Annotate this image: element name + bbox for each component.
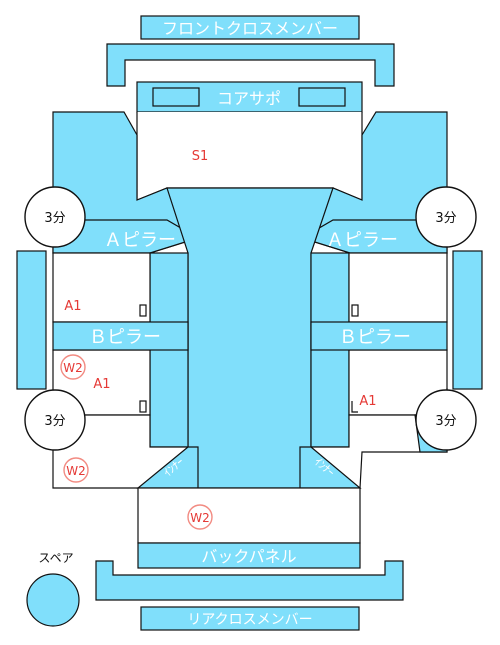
rear-cross-member-label: リアクロスメンバー bbox=[187, 612, 312, 628]
b-pillar-left-label: Ｂピラー bbox=[89, 327, 161, 348]
front-left-wheel bbox=[24, 186, 86, 248]
front-bracket bbox=[106, 43, 395, 87]
marker-w2-left-upper-circle bbox=[60, 354, 86, 380]
b-pillar-right-panel bbox=[310, 321, 448, 351]
marker-w2-left-lower-circle bbox=[63, 457, 89, 483]
marker-a1-right: A1 bbox=[359, 394, 376, 409]
marker-w2-left-lower: W2 bbox=[66, 464, 86, 478]
rear-left-wheel-label: 3分 bbox=[44, 414, 65, 429]
marker-s1: S1 bbox=[192, 149, 209, 164]
rear-left-wheel bbox=[24, 389, 86, 451]
center-floor-panel bbox=[166, 187, 334, 489]
b-pillar-right-label: Ｂピラー bbox=[339, 327, 411, 348]
front-cross-member-panel bbox=[140, 15, 360, 40]
right-front-latch bbox=[351, 304, 359, 317]
left-rocker-panel bbox=[16, 250, 47, 390]
rear-bracket bbox=[95, 560, 404, 601]
right-front-door bbox=[348, 252, 448, 323]
front-left-wheel-label: 3分 bbox=[44, 211, 65, 226]
b-pillar-left-panel bbox=[52, 321, 189, 351]
marker-w2-rear-circle bbox=[187, 504, 213, 530]
rear-cross-member-panel bbox=[140, 606, 360, 631]
marker-w2-rear: W2 bbox=[190, 511, 210, 525]
left-rear-latch bbox=[139, 400, 147, 413]
core-support-right-box bbox=[298, 87, 346, 107]
back-panel bbox=[137, 542, 361, 569]
a-pillar-left-label: Ａピラー bbox=[104, 230, 176, 251]
a-pillar-right-label: Ａピラー bbox=[326, 230, 398, 251]
front-right-wheel bbox=[415, 186, 477, 248]
marker-w2-left-upper: W2 bbox=[63, 361, 83, 375]
marker-a1-left: A1 bbox=[64, 299, 81, 314]
spare-tire bbox=[26, 573, 80, 627]
left-front-door bbox=[52, 252, 151, 323]
rear-right-wheel-label: 3分 bbox=[435, 414, 456, 429]
trunk-area bbox=[137, 487, 361, 544]
back-panel-label: バックパネル bbox=[201, 547, 296, 566]
rear-right-wheel bbox=[415, 389, 477, 451]
engine-bay-outline bbox=[136, 112, 363, 201]
left-front-latch bbox=[139, 304, 147, 317]
front-cross-member-label: フロントクロスメンバー bbox=[162, 19, 338, 38]
right-rear-latch bbox=[351, 401, 358, 413]
front-right-wheel-label: 3分 bbox=[435, 211, 456, 226]
marker-a1-left-lower: A1 bbox=[93, 377, 110, 392]
right-rocker-panel bbox=[452, 250, 483, 390]
core-support-panel bbox=[136, 81, 363, 113]
spare-label: スペア bbox=[38, 551, 73, 565]
core-support-label: コアサポ bbox=[217, 89, 281, 108]
core-support-left-box bbox=[152, 87, 200, 107]
